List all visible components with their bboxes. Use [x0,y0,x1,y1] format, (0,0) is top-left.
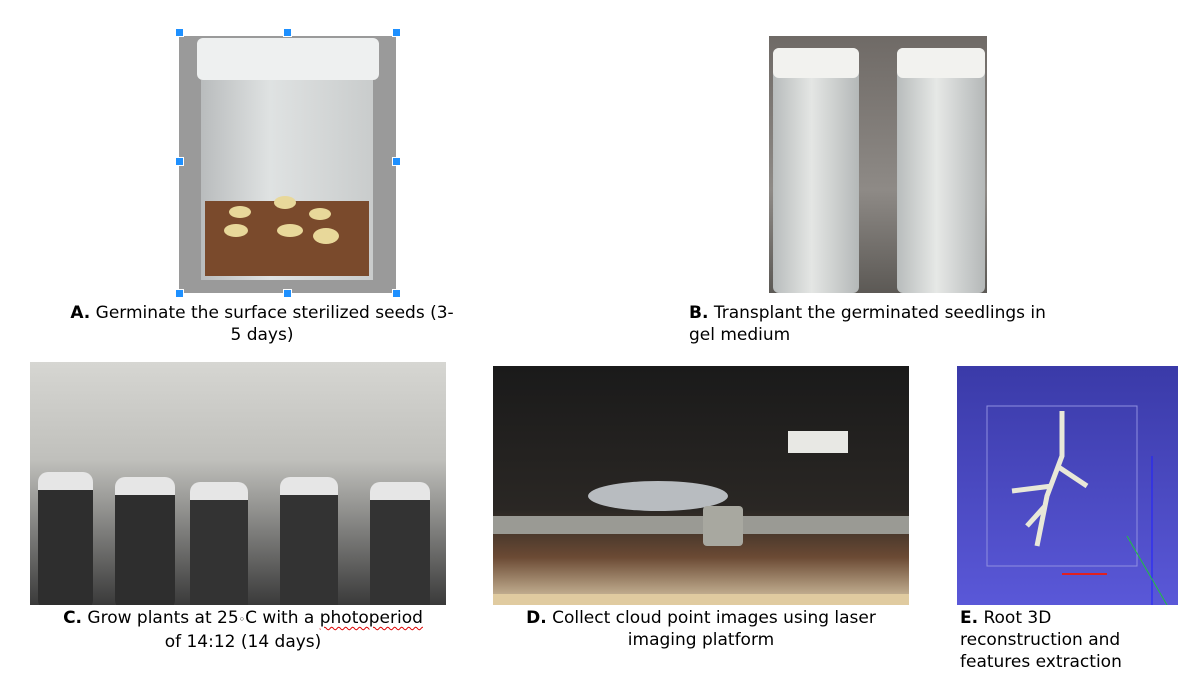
degree-symbol: ◦ [238,613,246,626]
caption-text: Collect cloud point images using laser [552,608,876,628]
resize-handle[interactable] [175,289,184,298]
caption-letter: C. [63,608,82,628]
caption-d: D. Collect cloud point images using lase… [483,607,919,651]
spellcheck-word[interactable]: photoperiod [319,608,423,628]
photo-gel-tubes [769,36,987,293]
photo-laser-platform [493,366,909,605]
caption-a: A. Germinate the surface sterilized seed… [40,302,484,346]
resize-handle[interactable] [175,28,184,37]
root-3d-reconstruction [957,366,1178,605]
tube [773,48,859,293]
caption-text: features extraction [960,652,1122,672]
resize-handle[interactable] [175,157,184,166]
caption-text: Root 3D [983,608,1052,628]
caption-c: C. Grow plants at 25◦C with a photoperio… [20,607,466,653]
caption-letter: D. [526,608,547,628]
caption-text: imaging platform [627,630,775,650]
caption-text: Grow plants at 25 [87,608,239,628]
resize-handle[interactable] [392,157,401,166]
caption-text: Transplant the germinated seedlings in [713,303,1046,323]
caption-text: of 14:12 (14 days) [164,632,322,652]
tube [897,48,985,293]
resize-handle[interactable] [283,28,292,37]
caption-b: B. Transplant the germinated seedlings i… [689,302,1109,346]
caption-letter: A. [70,303,91,323]
resize-handle[interactable] [392,28,401,37]
caption-text: 5 days) [230,325,294,345]
caption-letter: B. [689,303,709,323]
container-lid [197,38,379,80]
photo-growing-plants [30,362,446,605]
caption-text: reconstruction and [960,630,1121,650]
caption-text: Germinate the surface sterilized seeds (… [95,303,454,323]
caption-text: gel medium [689,325,791,345]
caption-text: C with a [245,608,320,628]
root-render [986,405,1168,605]
resize-handle[interactable] [392,289,401,298]
caption-e: E. Root 3D reconstruction and features e… [960,607,1190,673]
caption-letter: E. [960,608,979,628]
photo-germination-container[interactable] [179,36,396,293]
resize-handle[interactable] [283,289,292,298]
